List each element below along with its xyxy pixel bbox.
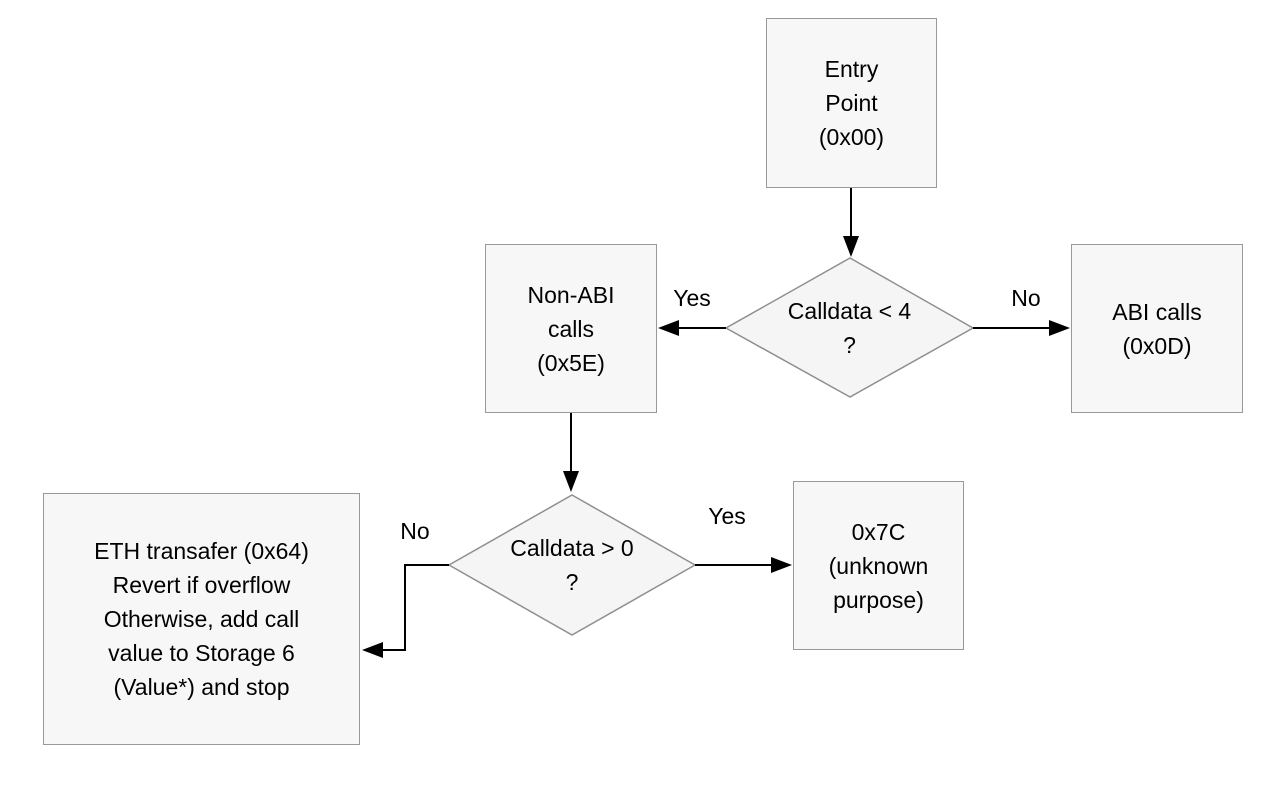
node-non-abi-calls: Non-ABI calls (0x5E) [485,244,657,413]
node-unknown-0x7c: 0x7C (unknown purpose) [793,481,964,650]
node-eth-transfer: ETH transafer (0x64) Revert if overflow … [43,493,360,745]
arrowhead-nonabi-to-d2 [563,471,579,492]
node-entry-point-label: Entry Point (0x00) [818,56,885,150]
node-abi-calls-label: ABI calls (0x0D) [1112,298,1202,359]
arrowhead-d1-yes [658,320,679,336]
edge-d2-no [382,564,449,651]
node-entry-point: Entry Point (0x00) [766,18,937,188]
arrowhead-d2-no [362,642,383,658]
node-abi-calls: ABI calls (0x0D) [1071,244,1243,413]
arrowhead-entry-to-d1 [843,236,859,257]
edge-label-d1-no: No [1011,285,1041,311]
node-non-abi-calls-label: Non-ABI calls (0x5E) [527,281,615,376]
arrowhead-d1-no [1049,320,1070,336]
decision-calldata-lt-4-shape [724,257,975,398]
edge-label-d2-no: No [400,518,430,544]
node-eth-transfer-label: ETH transafer (0x64) Revert if overflow … [94,538,309,700]
node-unknown-0x7c-label: 0x7C (unknown purpose) [828,518,929,613]
edge-label-d1-yes: Yes [673,285,711,311]
arrowhead-d2-yes [771,557,792,573]
edge-label-d2-yes: Yes [708,503,746,529]
decision-calldata-gt-0-shape [447,494,697,636]
